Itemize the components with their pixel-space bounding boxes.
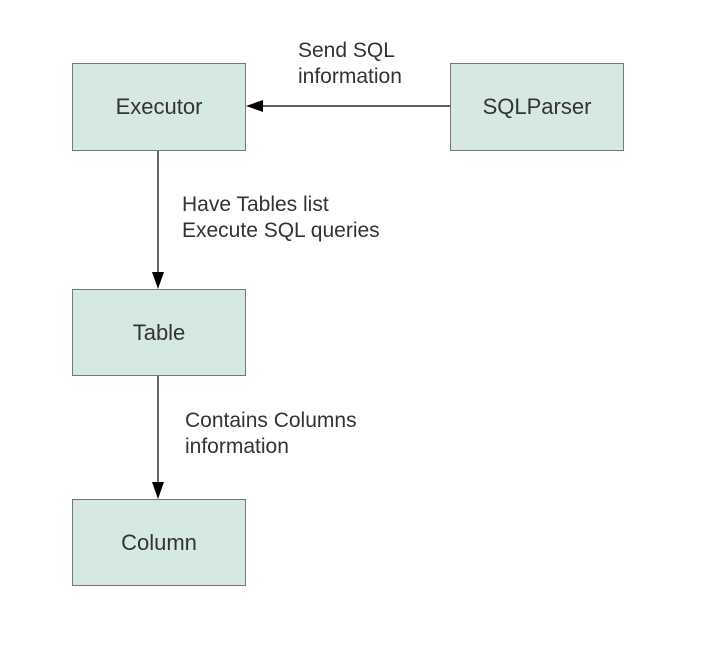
edge-label-line: Execute SQL queries [182,219,380,242]
node-table-label: Table [132,319,186,345]
edge-label-tables-list: Have Tables list Execute SQL queries [182,192,380,244]
edge-label-line: Send SQL [298,39,395,62]
node-column[interactable]: Column [72,499,246,586]
node-sqlparser[interactable]: SQLParser [450,63,624,151]
arrowhead-table [152,272,164,289]
node-executor-label: Executor [115,94,203,119]
edge-label-line: information [185,435,289,458]
node-executor[interactable]: Executor [72,63,246,151]
edge-label-line: information [298,65,402,88]
edge-label-line: Have Tables list [182,193,329,216]
node-table[interactable]: Table [72,289,246,376]
arrowhead-executor [246,100,263,112]
node-sqlparser-label: SQLParser [482,94,592,119]
node-column-label: Column [121,529,197,555]
edge-label-contains-columns: Contains Columns information [185,408,357,460]
arrowhead-column [152,482,164,499]
edge-label-line: Contains Columns [185,409,357,432]
edge-label-send-sql: Send SQL information [298,38,402,90]
